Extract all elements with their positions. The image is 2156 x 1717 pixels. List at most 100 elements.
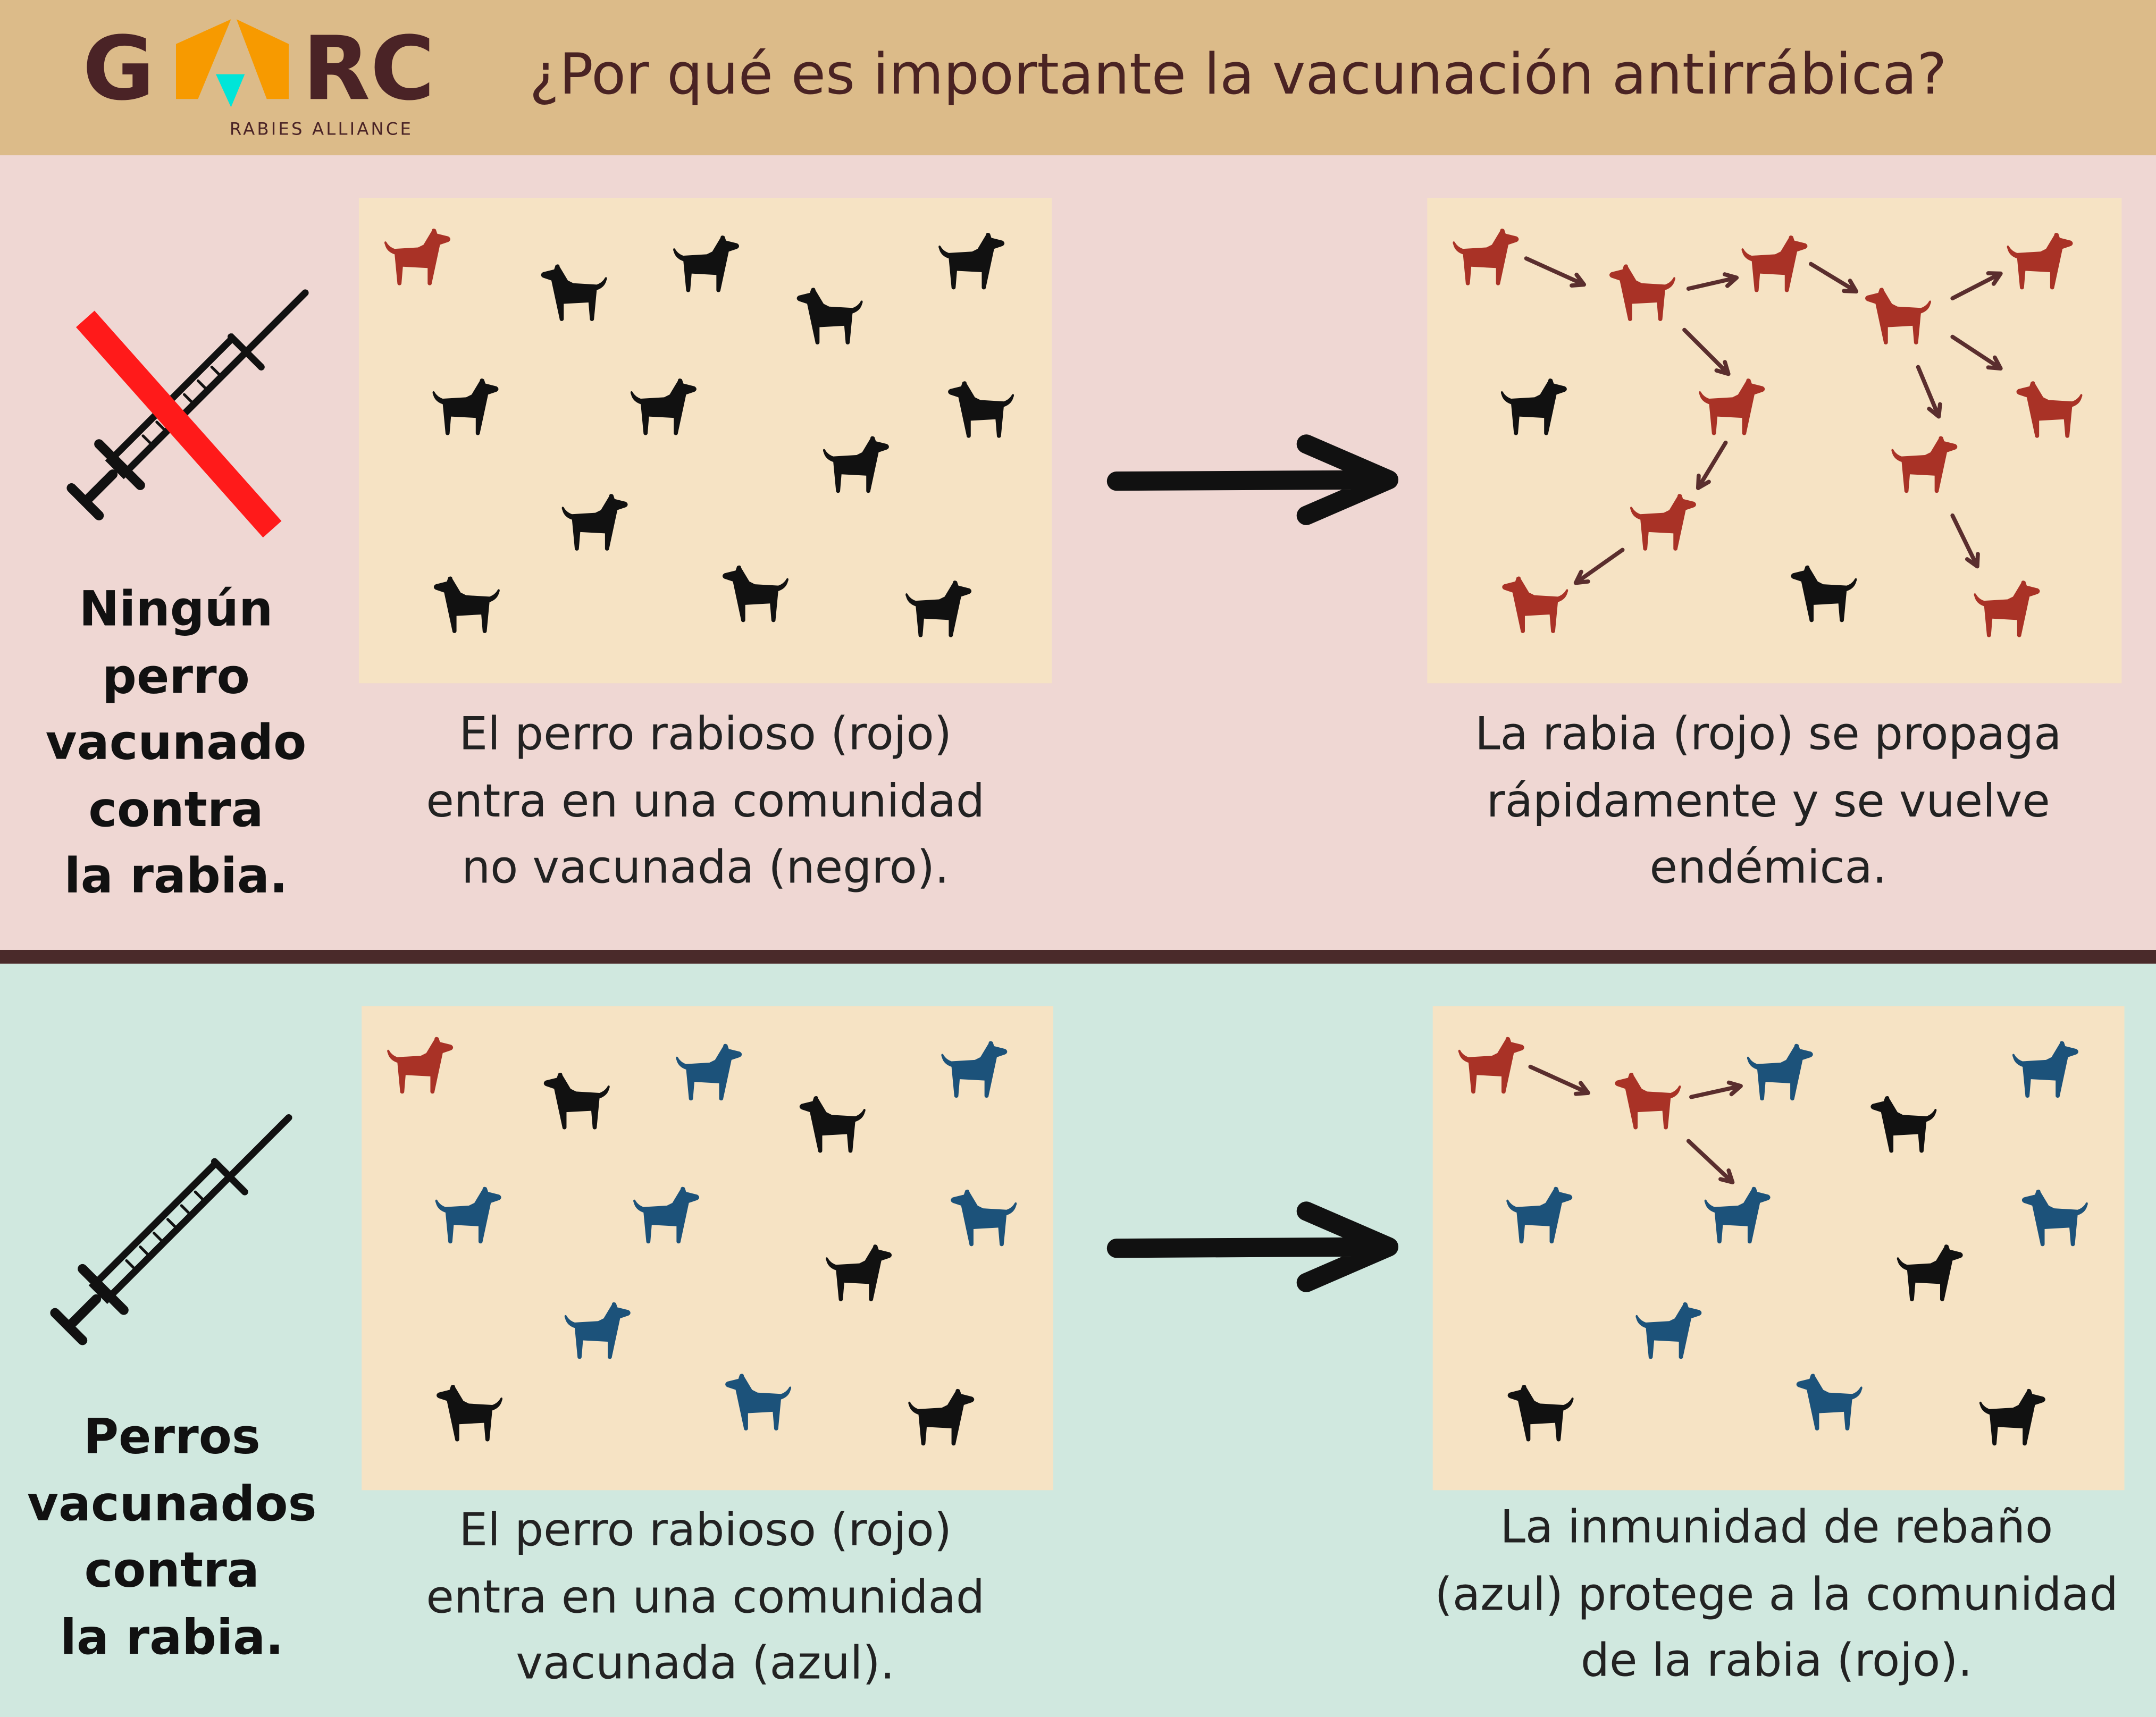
unvaccinated-dog-icon	[1979, 1388, 2045, 1446]
unvaccinated-dog-icon	[561, 494, 628, 551]
unvaccinated-dog-icon	[826, 1244, 892, 1301]
vaccinated-dog-icon	[435, 1186, 501, 1244]
caption-line: endémica.	[1649, 840, 1887, 894]
vaccinated-after-panel	[1432, 1006, 2125, 1491]
rabid-dog-icon	[1453, 229, 1519, 285]
vaccinated-after-caption: La inmunidad de rebaño (azul) protege a …	[1405, 1494, 2147, 1694]
spread-arrow-icon	[1950, 334, 2003, 371]
spread-arrow-icon	[1573, 548, 1625, 585]
unvaccinated-dog-icon	[1870, 1096, 1937, 1153]
caption-line: El perro rabioso (rojo)	[459, 1502, 952, 1556]
label-line: Perros	[83, 1410, 261, 1466]
spread-arrow-icon	[1686, 1139, 1735, 1184]
unvaccinated-dog-icon	[1500, 378, 1567, 435]
unvaccinated-dog-icon	[432, 378, 499, 435]
caption-line: El perro rabioso (rojo)	[459, 706, 952, 761]
unvaccinated-dog-icon	[433, 576, 500, 633]
unvaccinated-dog-icon	[905, 580, 972, 637]
rabid-dog-icon	[1609, 264, 1675, 321]
label-line: Ningún perro	[79, 583, 273, 705]
rabid-dog-icon	[2016, 381, 2083, 438]
vaccinated-dog-icon	[951, 1189, 1017, 1247]
vaccinated-dog-icon	[1747, 1043, 1813, 1101]
unvaccinated-dog-icon	[630, 378, 697, 435]
label-line: contra	[88, 782, 264, 838]
caption-line: vacunada (azul).	[516, 1636, 895, 1690]
crossed-syringe-icon	[66, 289, 309, 538]
right-arrow-icon	[1106, 434, 1399, 525]
spread-arrow-icon	[1686, 272, 1739, 291]
caption-line: La inmunidad de rebaño	[1500, 1500, 2053, 1554]
vaccinated-before-caption: El perro rabioso (rojo) entra en una com…	[362, 1497, 1049, 1697]
unvaccinated-dog-icon	[722, 565, 788, 622]
unvaccinated-dog-icon	[1507, 1385, 1574, 1442]
dog-field	[384, 229, 1014, 637]
spread-arrow-icon	[1524, 256, 1587, 288]
dog-field	[387, 1037, 1017, 1446]
svg-text:RC: RC	[303, 18, 435, 120]
unvaccinated-before-caption: El perro rabioso (rojo) entra en una com…	[362, 701, 1049, 901]
vaccinated-before-panel	[362, 1006, 1053, 1491]
spread-arrow-icon	[1696, 440, 1728, 490]
unvaccinated-dog-icon	[908, 1388, 975, 1446]
syringe-icon	[50, 1114, 292, 1345]
label-line: la rabia.	[64, 849, 288, 905]
vaccinated-dog-icon	[1796, 1374, 1863, 1430]
rabid-dog-icon	[1741, 235, 1808, 292]
right-arrow-icon	[1106, 1201, 1399, 1292]
vaccinated-dog-icon	[1704, 1186, 1771, 1244]
unvaccinated-dog-icon	[543, 1073, 610, 1130]
rabid-dog-icon	[1974, 580, 2040, 637]
rabid-dog-icon	[387, 1037, 454, 1094]
vaccinated-dog-icon	[633, 1186, 700, 1244]
unvaccinated-dog-icon	[796, 288, 863, 344]
logo-subtitle: RABIES ALLIANCE	[229, 118, 414, 139]
unvaccinated-dog-icon	[948, 381, 1014, 438]
label-line: contra	[84, 1544, 259, 1599]
unvaccinated-dog-icon	[799, 1096, 866, 1153]
unvaccinated-dog-icon	[541, 264, 607, 321]
unvaccinated-dog-icon	[1791, 565, 1857, 622]
spread-arrow-icon	[1689, 1080, 1743, 1099]
garc-logo-mark: G RC	[82, 18, 435, 120]
caption-line: de la rabia (rojo).	[1580, 1633, 1973, 1687]
vaccinated-dog-icon	[676, 1043, 742, 1101]
spread-arrow-icon	[1682, 327, 1731, 376]
unvaccinated-dog-icon	[1897, 1244, 1963, 1301]
rabid-dog-icon	[1891, 436, 1958, 493]
caption-line: no vacunada (negro).	[462, 840, 950, 894]
rabid-dog-icon	[1865, 288, 1931, 344]
spread-arrow-icon	[1809, 262, 1859, 294]
vaccinated-dog-icon	[1635, 1302, 1702, 1359]
unvaccinated-dog-icon	[673, 235, 740, 292]
red-x-line	[75, 310, 282, 538]
caption-line: entra en una comunidad	[426, 1569, 985, 1623]
svg-text:G: G	[82, 18, 155, 120]
spread-arrow-icon	[1916, 365, 1942, 419]
unvaccinated-after-panel	[1427, 198, 2122, 684]
rabid-dog-icon	[1699, 378, 1765, 435]
spread-arrow-icon	[1528, 1064, 1590, 1096]
vaccinated-dog-icon	[2012, 1041, 2078, 1098]
vaccinated-dog-icon	[941, 1041, 1008, 1098]
header: G RC RABIES ALLIANCE ¿Por qué es importa…	[0, 0, 2156, 156]
section-divider	[0, 949, 2156, 964]
rabid-dog-icon	[384, 229, 450, 285]
page-title: ¿Por qué es importante la vacunación ant…	[529, 41, 1947, 107]
garc-logo: G RC RABIES ALLIANCE	[82, 16, 440, 143]
unvaccinated-after-caption: La rabia (rojo) se propaga rápidamente y…	[1424, 701, 2112, 901]
caption-line: rápidamente y se vuelve	[1486, 773, 2050, 827]
unvaccinated-dog-icon	[938, 232, 1005, 290]
caption-line: (azul) protege a la comunidad	[1434, 1566, 2118, 1620]
spread-arrow-icon	[1950, 271, 2003, 301]
unvaccinated-dog-icon	[437, 1385, 502, 1442]
label-line: vacunados	[27, 1477, 317, 1533]
unvaccinated-dog-icon	[823, 436, 889, 493]
label-line: vacunado	[45, 716, 307, 771]
rabid-dog-icon	[2007, 232, 2073, 290]
spread-arrow-icon	[1950, 513, 1980, 569]
vaccinated-dog-icon	[564, 1302, 631, 1359]
caption-line: entra en una comunidad	[426, 773, 985, 827]
vaccinated-dog-icon	[2021, 1189, 2088, 1247]
dog-field	[1458, 1037, 2088, 1446]
